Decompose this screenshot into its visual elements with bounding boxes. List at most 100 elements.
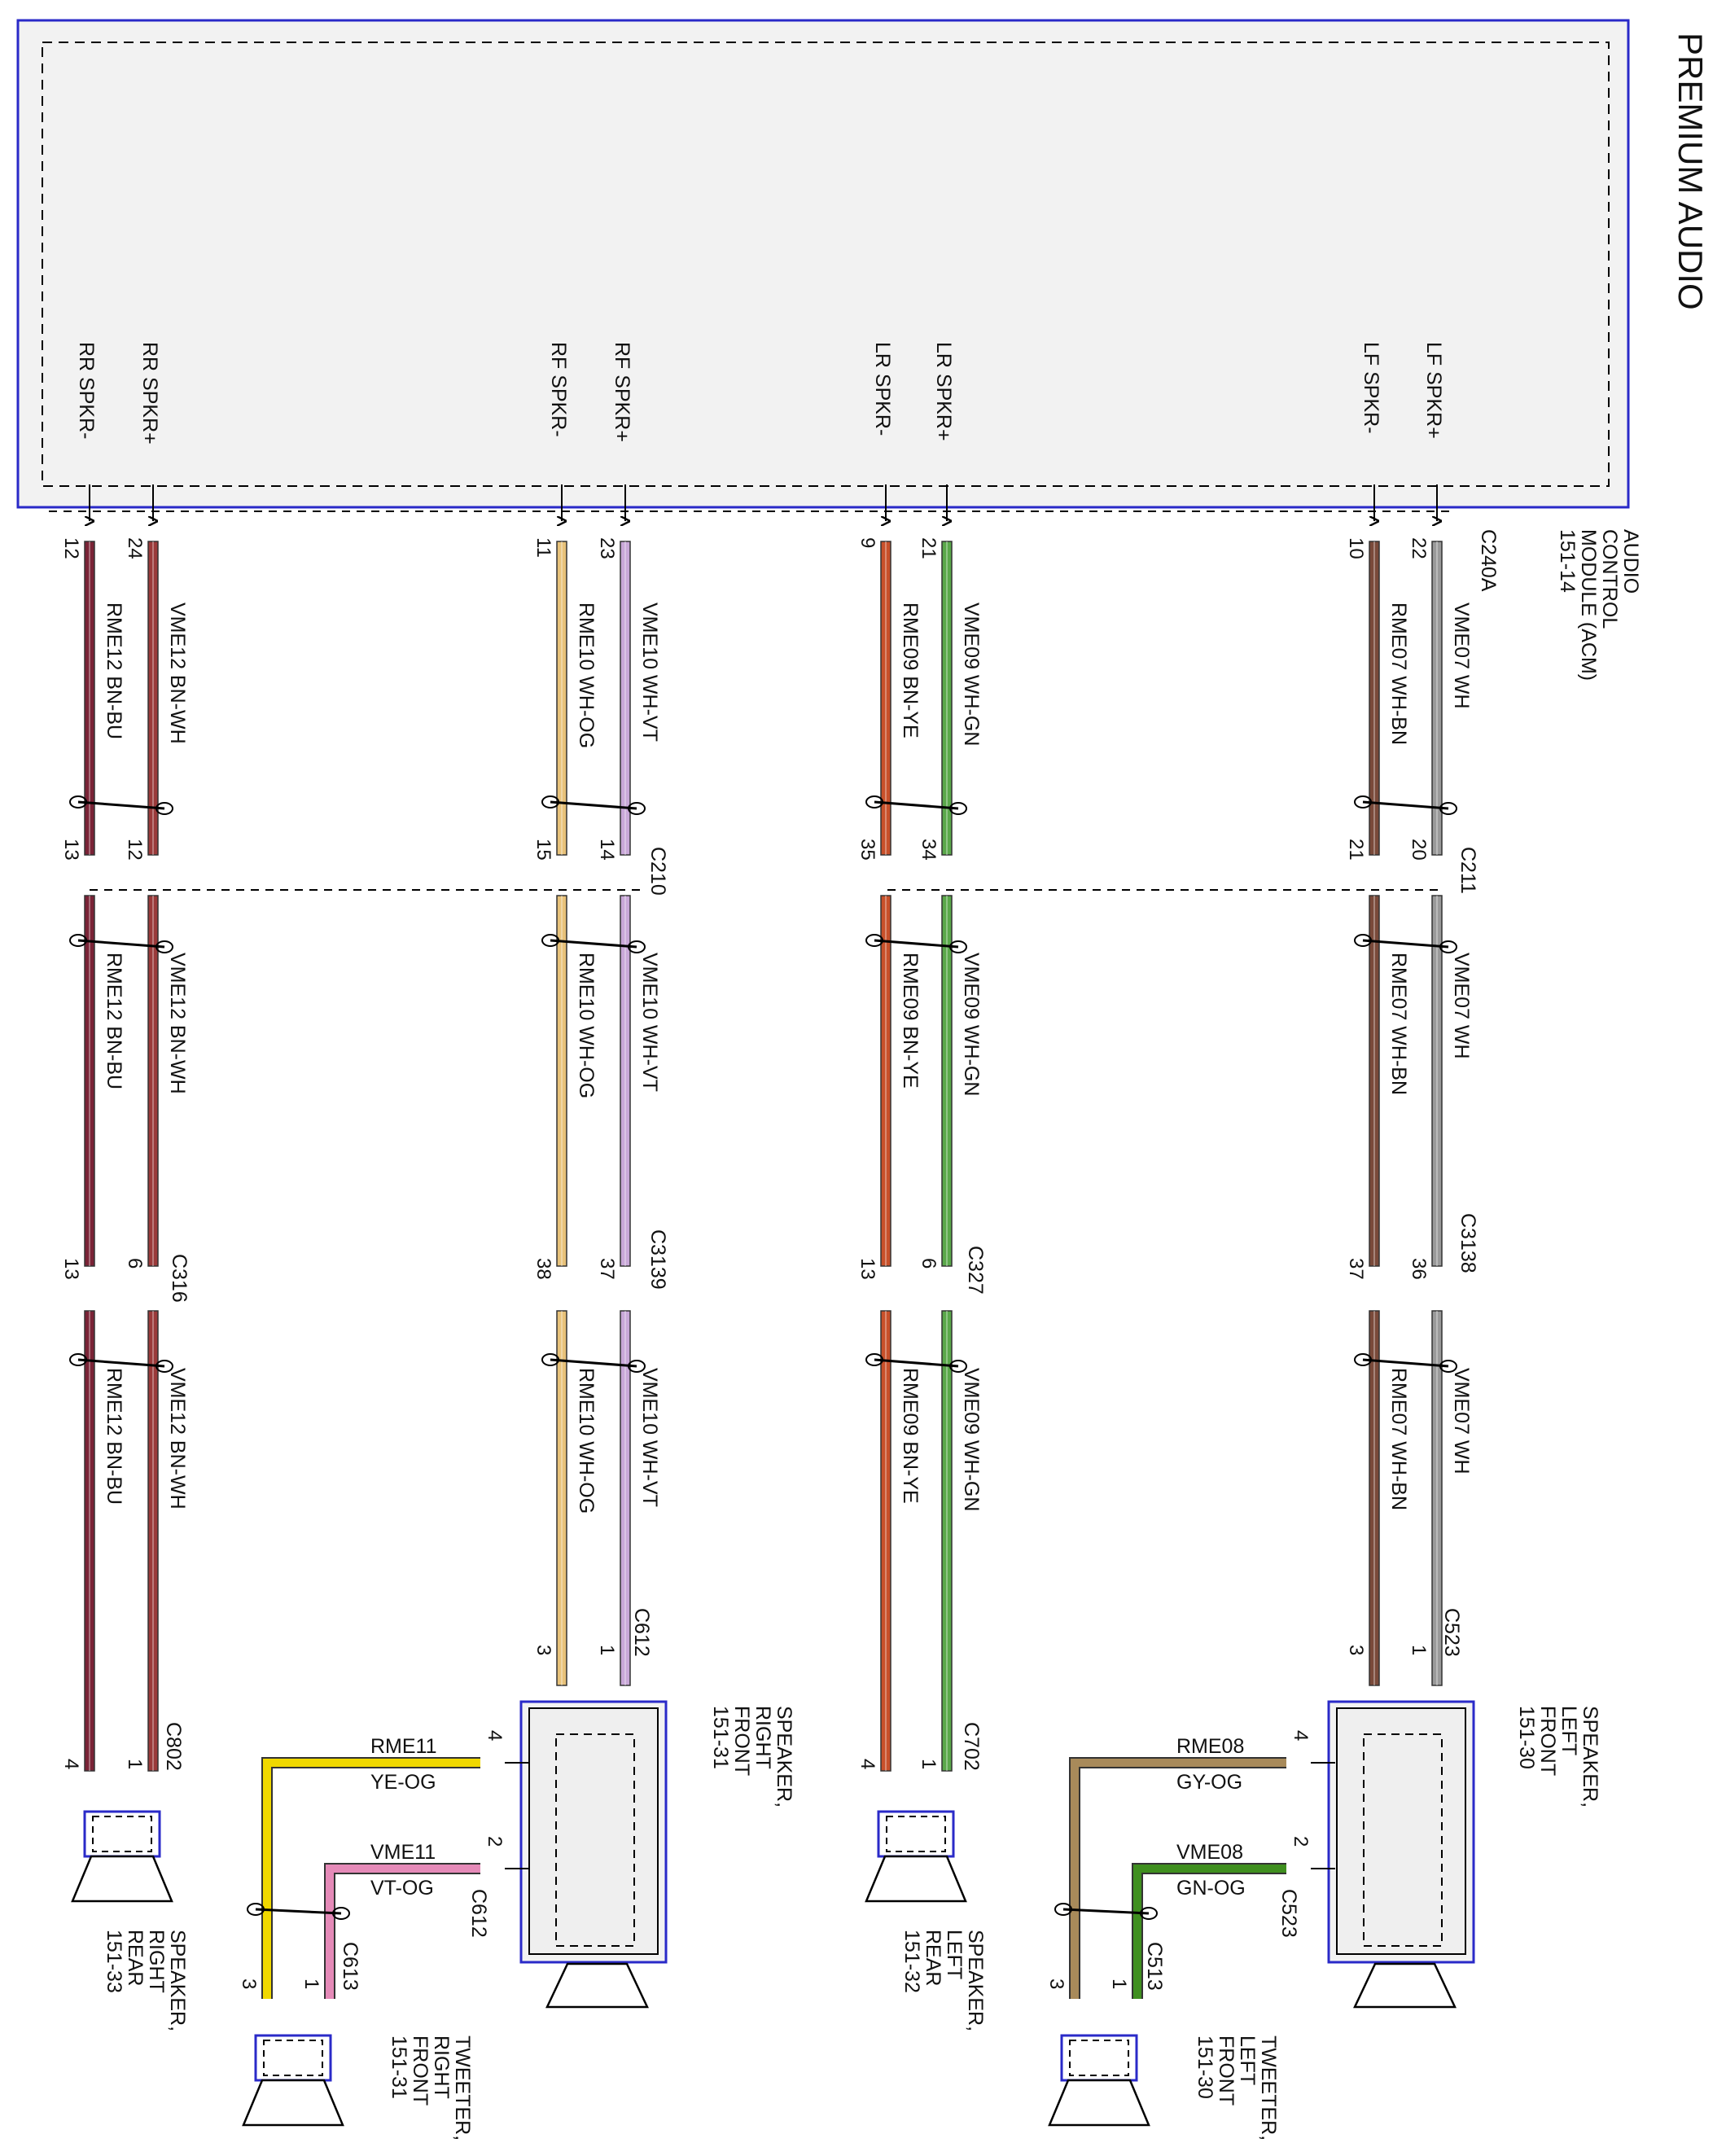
wire-label: VME10 WH-VT [638, 1368, 661, 1507]
twist-marker [69, 1353, 87, 1366]
pin-number: 22 [1408, 537, 1430, 559]
svg-text:TWEETER,: TWEETER, [451, 2035, 474, 2141]
pin-label-3: RF SPKR+ [611, 342, 633, 442]
tweeter-left-front-dashed [1069, 2040, 1129, 2076]
connector-c240a: C240A [1477, 529, 1500, 592]
tweeter-lf-wire [1071, 1759, 1286, 1999]
svg-text:AUDIO: AUDIO [1619, 529, 1642, 594]
pin-number: 1 [596, 1645, 618, 1655]
twist-marker [1354, 1353, 1372, 1366]
twist-marker [874, 1358, 959, 1368]
tweeter-rf-tweeter-pin: 3 [238, 1979, 260, 1989]
connector-c210: C210 [646, 847, 669, 896]
twist-marker [865, 795, 883, 808]
pin-number: 12 [124, 839, 146, 861]
pin-label-7: LF SPKR+ [1422, 342, 1445, 439]
wire-label: RME12 BN-BU [103, 953, 125, 1089]
tweeter-lf-wire [1133, 1865, 1286, 1999]
connector-c612-top: C612 [630, 1608, 653, 1657]
svg-text:MODULE (ACM): MODULE (ACM) [1577, 529, 1600, 681]
wire-label: RME07 WH-BN [1387, 953, 1410, 1095]
twist-marker [1354, 795, 1372, 808]
svg-text:LEFT: LEFT [1236, 2035, 1259, 2085]
pin-number: 15 [532, 839, 554, 861]
tweeter-right-front-dashed [263, 2040, 323, 2076]
twist-marker [628, 802, 646, 815]
speaker-right-rear-dashed [92, 1816, 152, 1852]
twist-marker [541, 795, 559, 808]
pin-number: 4 [856, 1759, 878, 1769]
wire-label: VME12 BN-WH [166, 953, 189, 1094]
twist-marker [1439, 802, 1457, 815]
svg-text:REAR: REAR [922, 1930, 944, 1986]
twist-marker [949, 940, 967, 953]
twist-marker [77, 800, 165, 810]
svg-text:151-32: 151-32 [900, 1930, 923, 1993]
twist-marker [77, 1358, 165, 1368]
label-speaker-right-front: SPEAKER, RIGHT FRONT 151-31 [709, 1706, 795, 1808]
tweeter-lf-color-label: GY-OG [1176, 1771, 1242, 1794]
pin-number: 1 [1408, 1645, 1430, 1655]
pin-number: 13 [856, 1258, 878, 1280]
tweeter-rf-circuit-label: RME11 [370, 1735, 437, 1758]
wire-label: VME09 WH-GN [960, 953, 983, 1096]
twist-marker [628, 940, 646, 953]
pin-number: 4 [60, 1759, 82, 1769]
label-speaker-right-rear: SPEAKER, RIGHT REAR 151-33 [103, 1930, 189, 2031]
label-speaker-left-front: SPEAKER, LEFT FRONT 151-30 [1515, 1706, 1601, 1808]
module-label: AUDIO CONTROL MODULE (ACM) 151-14 [1556, 529, 1642, 681]
tweeter-lf-color-label: GN-OG [1176, 1877, 1246, 1900]
connector-c523-side: C523 [1277, 1889, 1300, 1938]
svg-text:SPEAKER,: SPEAKER, [773, 1706, 795, 1808]
pin-number: 9 [856, 537, 878, 548]
svg-text:TWEETER,: TWEETER, [1257, 2035, 1280, 2141]
speaker-left-front-dashed [1363, 1733, 1443, 1947]
pin-number: 13 [60, 839, 82, 861]
twist-marker [156, 940, 173, 953]
svg-text:151-14: 151-14 [1556, 529, 1579, 593]
twist-marker [550, 1358, 637, 1368]
pin-number: 24 [124, 537, 146, 559]
pin-label-0: RR SPKR- [75, 342, 98, 439]
pin-label-5: LR SPKR+ [932, 342, 955, 441]
svg-text:REAR: REAR [124, 1930, 147, 1986]
pin-number: 35 [856, 839, 878, 861]
pin-number: 1 [124, 1759, 146, 1769]
svg-text:FRONT: FRONT [730, 1706, 753, 1776]
speaker-right-front-cone [545, 1962, 649, 2009]
tweeter-lf-tweeter-pin: 3 [1045, 1979, 1067, 1989]
pin-number: 37 [596, 1258, 618, 1280]
twist-marker [156, 1360, 173, 1373]
pin-number: 6 [918, 1258, 940, 1269]
tweeter-lf-side-pin: 4 [1290, 1730, 1312, 1741]
wire-label: VME09 WH-GN [960, 1368, 983, 1511]
speaker-right-rear-box [83, 1810, 161, 1858]
pin-number: 1 [918, 1759, 940, 1769]
svg-text:RIGHT: RIGHT [145, 1930, 168, 1993]
wire-label: RME10 WH-OG [575, 1368, 598, 1514]
tweeter-left-front-box [1060, 2034, 1138, 2082]
tweeter-rf-color-label: VT-OG [370, 1877, 434, 1900]
pin-number: 38 [532, 1258, 554, 1280]
twist-marker [874, 800, 959, 810]
svg-text:RIGHT: RIGHT [751, 1706, 774, 1769]
wire-label: VME10 WH-VT [638, 603, 661, 742]
tweeter-rf-wire [326, 1865, 480, 1999]
pin-label-1: RR SPKR+ [138, 342, 161, 445]
page-title: PREMIUM AUDIO [1671, 33, 1710, 310]
pin-label-4: LR SPKR- [871, 342, 894, 436]
connector-c211: C211 [1457, 847, 1479, 894]
twist-marker [1439, 1360, 1457, 1373]
svg-text:SPEAKER,: SPEAKER, [166, 1930, 189, 2031]
tweeter-rf-side-pin: 2 [484, 1836, 506, 1847]
speaker-left-front-inner [1336, 1707, 1466, 1955]
twist-marker [865, 934, 883, 947]
pin-number: 14 [596, 839, 618, 861]
connector-c513: C513 [1143, 1942, 1166, 1991]
tweeter-lf-twist [1062, 1908, 1150, 1915]
connector-c613: C613 [339, 1942, 361, 1991]
twist-marker [69, 795, 87, 808]
wire-label: VME07 WH [1450, 953, 1473, 1059]
